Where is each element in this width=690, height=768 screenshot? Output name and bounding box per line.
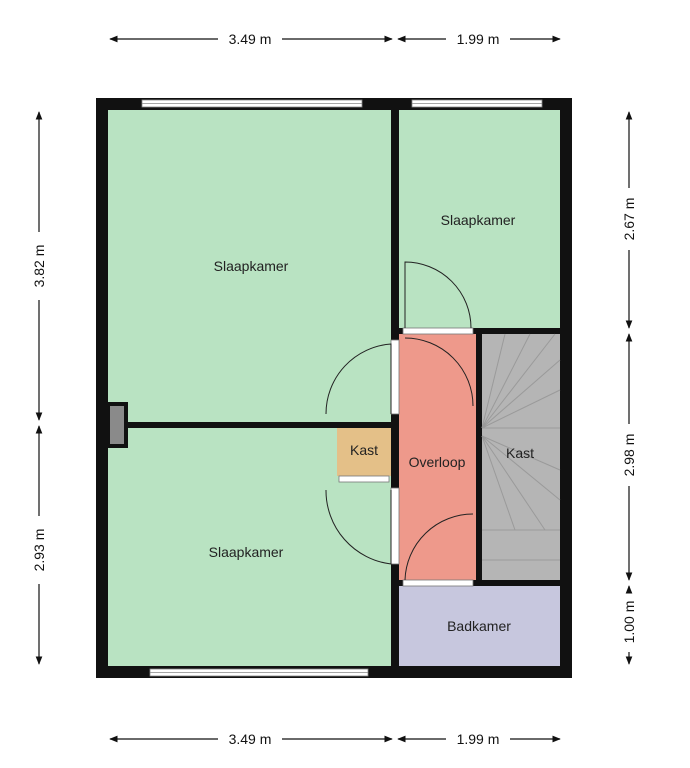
bedroom-top-right[interactable] bbox=[399, 110, 560, 328]
dim-left-lower: 2.93 m bbox=[31, 529, 47, 572]
dim-right-upper: 2.67 m bbox=[621, 198, 637, 241]
label-closet-small: Kast bbox=[350, 442, 378, 458]
door-gaps bbox=[338, 327, 474, 587]
bedroom-top-left[interactable] bbox=[108, 110, 391, 422]
label-bathroom: Badkamer bbox=[447, 618, 511, 634]
landing[interactable] bbox=[399, 334, 476, 580]
label-bedroom-bottom-left: Slaapkamer bbox=[209, 544, 284, 560]
label-closet-stair: Kast bbox=[506, 445, 534, 461]
dim-bottom-left: 3.49 m bbox=[229, 731, 272, 747]
stair-treads bbox=[481, 333, 561, 561]
dimension-lines bbox=[35, 35, 633, 743]
label-bedroom-top-left: Slaapkamer bbox=[214, 258, 289, 274]
windows bbox=[141, 99, 543, 677]
bathroom[interactable] bbox=[399, 586, 560, 666]
dim-top-right: 1.99 m bbox=[457, 31, 500, 47]
closet-small[interactable] bbox=[337, 428, 391, 476]
dim-right-middle: 2.98 m bbox=[621, 434, 637, 477]
chimney-inner bbox=[110, 406, 124, 444]
dim-bottom-right: 1.99 m bbox=[457, 731, 500, 747]
label-bedroom-top-right: Slaapkamer bbox=[441, 212, 516, 228]
label-landing: Overloop bbox=[409, 454, 466, 470]
dim-right-lower: 1.00 m bbox=[621, 601, 637, 644]
dim-left-upper: 3.82 m bbox=[31, 245, 47, 288]
door-swings bbox=[325, 261, 474, 581]
dim-top-left: 3.49 m bbox=[229, 31, 272, 47]
